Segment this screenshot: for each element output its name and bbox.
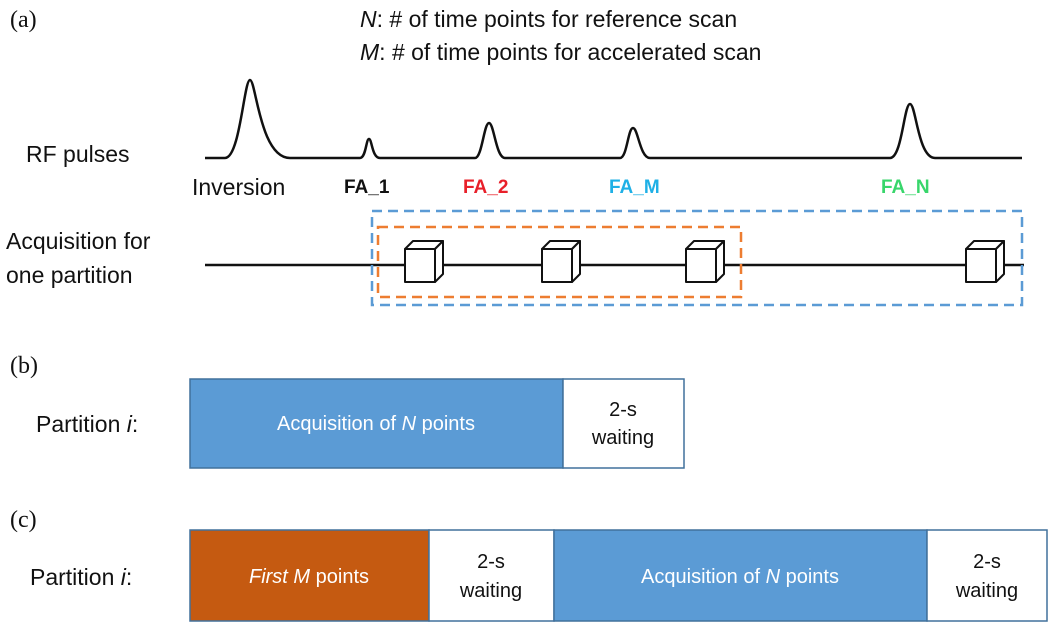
panel-c-first-post: points: [310, 566, 369, 588]
note-m-text: : # of time points for accelerated scan: [379, 39, 761, 65]
panel-c-wait1-line2: waiting: [459, 580, 522, 602]
panel-b-acq-var: N: [402, 413, 417, 435]
panel-b-partition-colon: :: [132, 411, 138, 437]
panel-b-acq-pre: Acquisition of: [277, 413, 402, 435]
accelerated-scan-dashed-box: [376, 225, 743, 299]
panel-c-partition-label: Partition i:: [30, 564, 132, 590]
panel-c-acquisition-text: Acquisition of N points: [641, 566, 839, 588]
panel-c-acq-var: N: [766, 566, 781, 588]
fa-1-label: FA_1: [344, 177, 390, 198]
rf-pulse-line: [205, 78, 1022, 160]
panel-c-wait2-line2: waiting: [955, 580, 1018, 602]
acquisition-label-line1: Acquisition for: [6, 228, 151, 254]
rf-pulses-label: RF pulses: [26, 141, 130, 167]
note-n-text: : # of time points for reference scan: [377, 6, 738, 32]
panel-b-wait-line2: waiting: [591, 427, 654, 449]
panel-c-acq-pre: Acquisition of: [641, 566, 766, 588]
acquisition-label-line2: one partition: [6, 262, 133, 288]
panel-c-partition-colon: :: [126, 564, 132, 590]
note-m: M: # of time points for accelerated scan: [360, 39, 761, 65]
readout-cube-4: [965, 240, 1005, 283]
panel-b-partition-text: Partition: [36, 411, 127, 437]
panel-c-partition-var: i: [121, 564, 127, 590]
panel-b-partition-label: Partition i:: [36, 411, 138, 437]
reference-scan-dashed-box: [370, 209, 1024, 307]
panel-c-acquisition-bar: [553, 529, 928, 622]
panel-c-wait1-line1: 2-s: [477, 551, 505, 573]
panel-c-waiting-bar-2: [926, 529, 1048, 622]
note-n: N: # of time points for reference scan: [360, 6, 737, 32]
fa-2-label: FA_2: [463, 177, 508, 198]
readout-cube-2: [541, 240, 581, 283]
note-n-var: N: [360, 6, 377, 32]
panel-b-acquisition-bar: [189, 378, 564, 469]
panel-c-wait2-line1: 2-s: [973, 551, 1001, 573]
panel-c-partition-text: Partition: [30, 564, 121, 590]
readout-cube-3: [685, 240, 725, 283]
panel-b-label: (b): [10, 353, 38, 379]
panel-b-waiting-bar: [562, 378, 685, 469]
panel-b-wait-line1: 2-s: [609, 399, 637, 421]
fa-m-label: FA_M: [609, 177, 660, 198]
panel-b-partition-var: i: [127, 411, 133, 437]
note-m-var: M: [360, 39, 380, 65]
inversion-label: Inversion: [192, 174, 285, 200]
panel-c-first-italic: First M: [249, 566, 310, 588]
panel-b-acquisition-text: Acquisition of N points: [277, 413, 475, 435]
fa-n-label: FA_N: [881, 177, 930, 198]
panel-c-acq-post: points: [780, 566, 839, 588]
panel-c-label: (c): [10, 507, 37, 533]
panel-b-acq-post: points: [416, 413, 475, 435]
panel-c-waiting-bar-1: [428, 529, 555, 622]
readout-cube-1: [404, 240, 444, 283]
panel-c-first-m-text: First M points: [249, 566, 369, 588]
panel-a-label: (a): [10, 7, 37, 33]
